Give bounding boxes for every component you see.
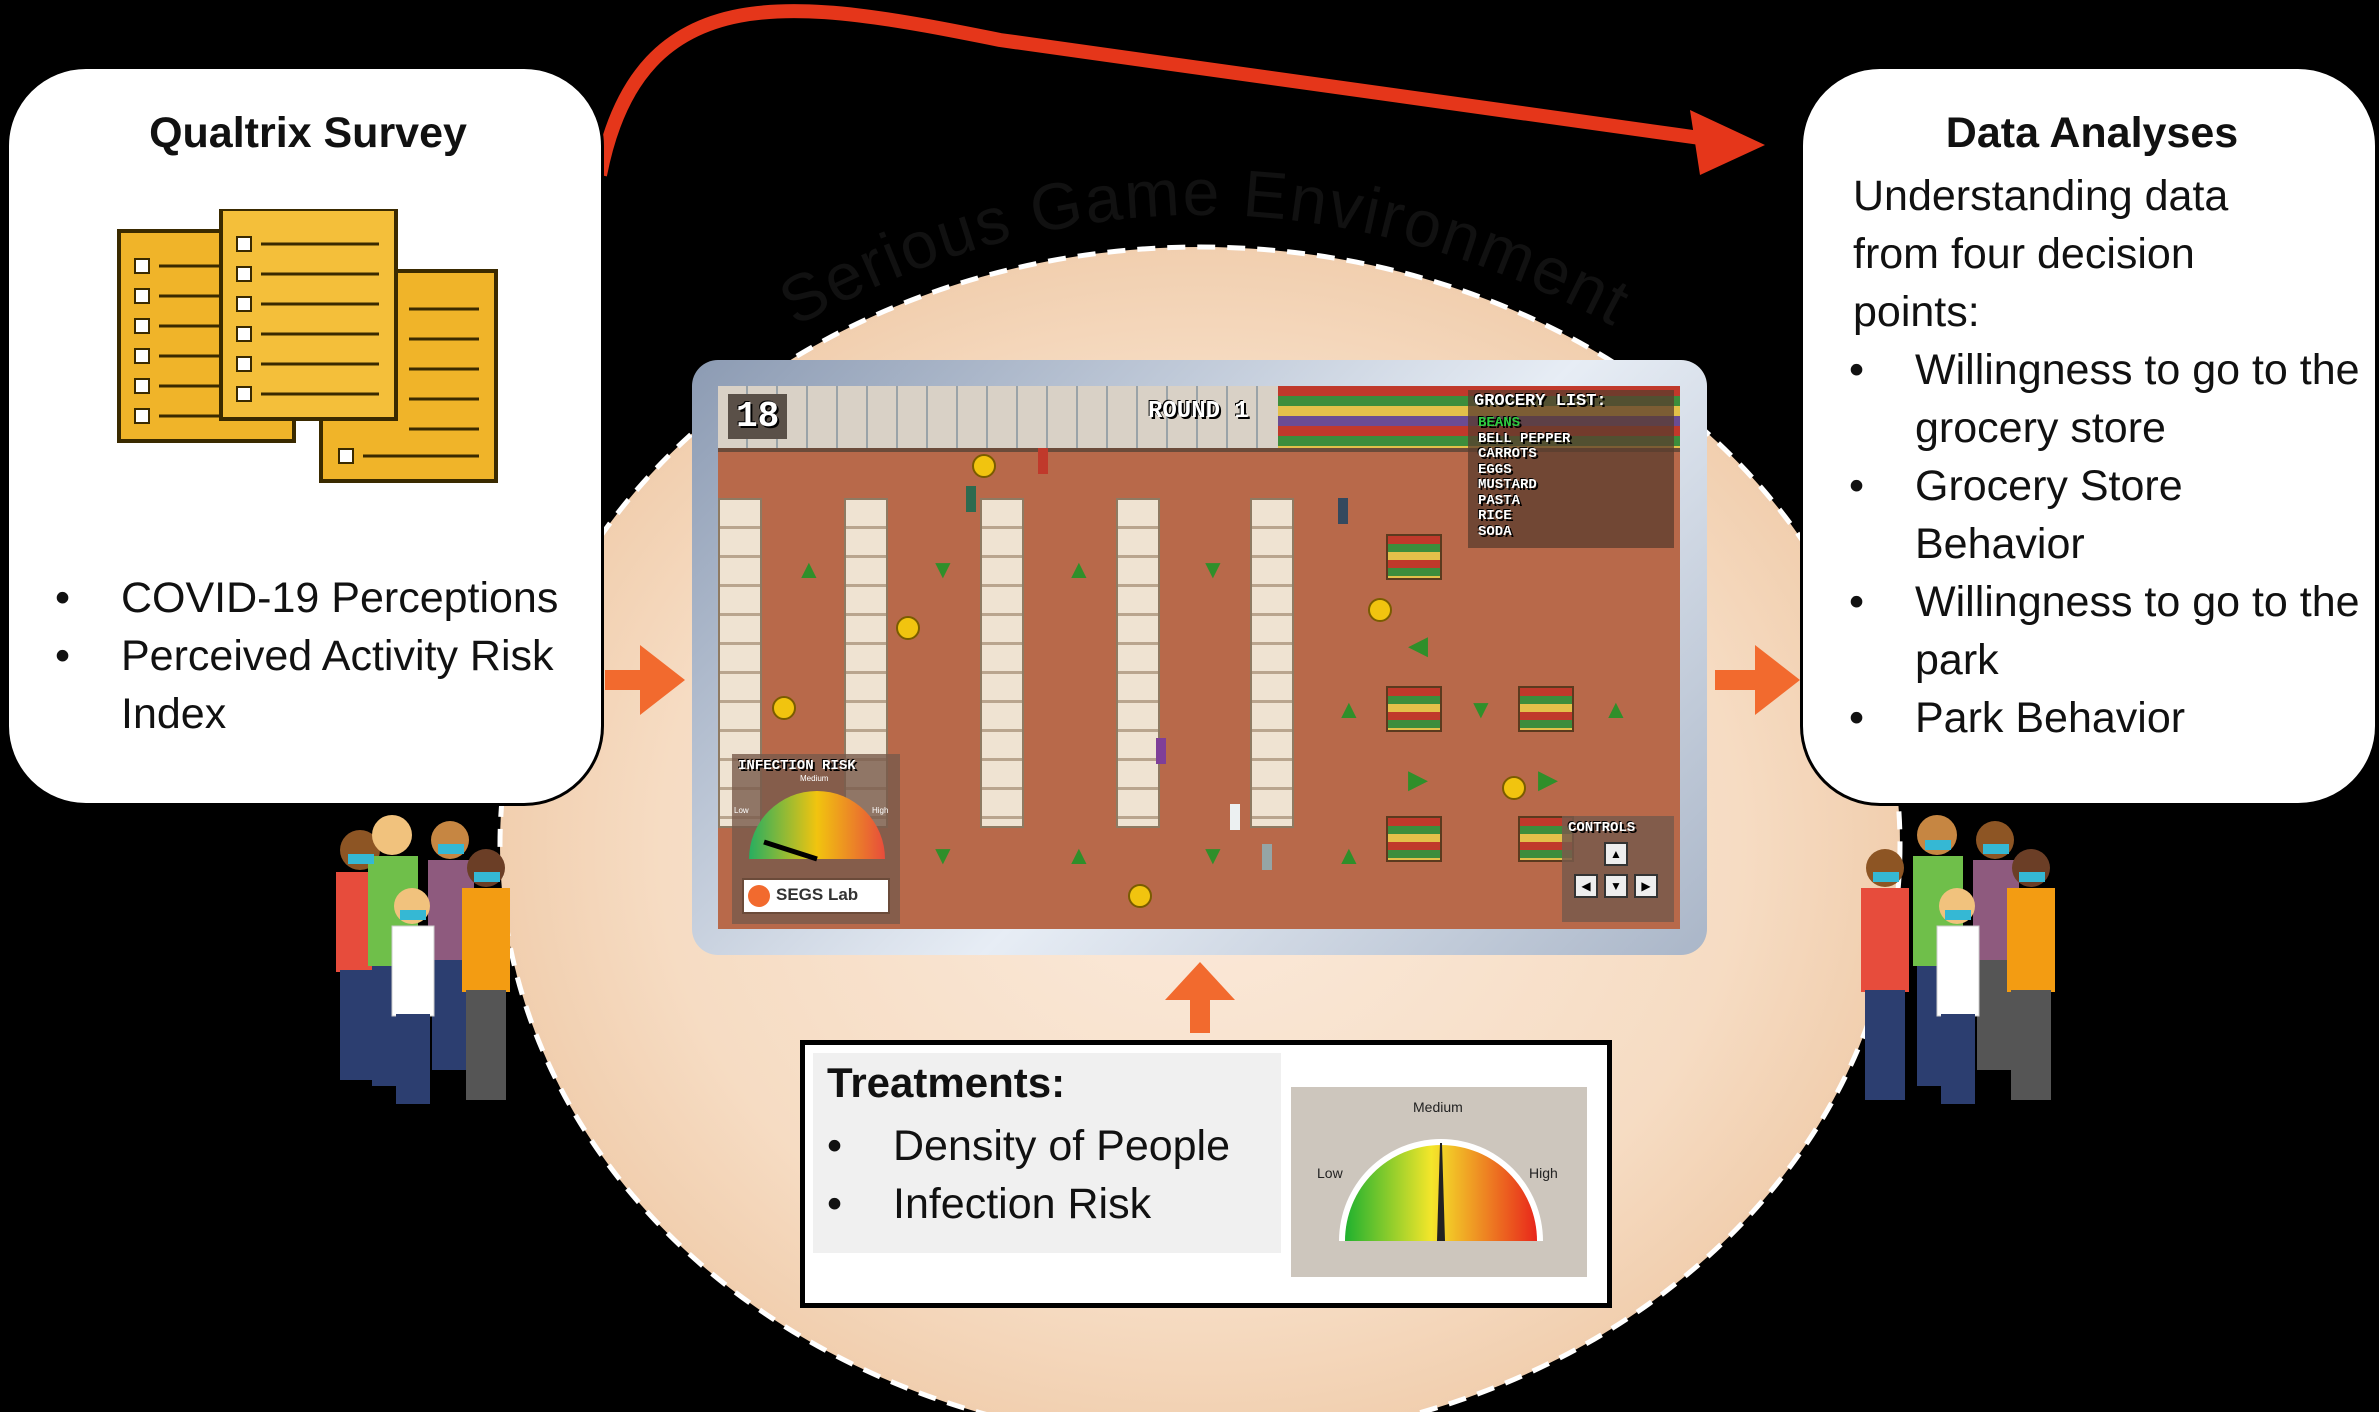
arrow-up-icon bbox=[1165, 962, 1235, 1033]
analysis-title: Data Analyses bbox=[1945, 109, 2239, 157]
infection-risk-title: INFECTION RISK bbox=[738, 758, 856, 774]
shopper-sprite bbox=[1038, 448, 1048, 474]
analysis-intro: Understanding data from four decision po… bbox=[1853, 172, 2229, 336]
aisle bbox=[1116, 498, 1160, 828]
people-group-icon bbox=[1861, 815, 2055, 1104]
game-tablet: 18 ROUND 1 ▲ ▼ ▲ ▼ ▼ ▲ ▼ ▲ ▲ ▼ ▲ ◀ ▶ ▶ bbox=[692, 360, 1707, 955]
grocery-item: BELL PEPPER bbox=[1478, 430, 1571, 447]
round-label: ROUND 1 bbox=[1148, 398, 1249, 425]
game-screen[interactable]: 18 ROUND 1 ▲ ▼ ▲ ▼ ▼ ▲ ▼ ▲ ▲ ▼ ▲ ◀ ▶ ▶ bbox=[718, 386, 1680, 929]
floor-arrow-icon: ▼ bbox=[1200, 840, 1226, 870]
arrow-right-icon bbox=[605, 645, 685, 715]
grocery-item: MUSTARD bbox=[1478, 477, 1537, 493]
shopper-sprite bbox=[1230, 804, 1240, 830]
floor-arrow-icon: ▶ bbox=[1408, 764, 1428, 794]
risk-gauge-icon bbox=[1339, 1139, 1543, 1241]
treatments-bullets: Density of People Infection Risk bbox=[781, 1117, 1261, 1233]
analysis-bullet: Grocery Store Behavior bbox=[1803, 457, 2363, 573]
segs-logo-icon bbox=[748, 885, 770, 907]
controls-panel: CONTROLS ▲ ◀ ▼ ▶ bbox=[1562, 816, 1674, 922]
item-token-icon[interactable] bbox=[896, 616, 920, 640]
shopper-sprite bbox=[966, 486, 976, 512]
aisle bbox=[980, 498, 1024, 828]
treatments-box: Treatments: Density of People Infection … bbox=[800, 1040, 1612, 1308]
analysis-bullet: Willingness to go to the grocery store bbox=[1803, 341, 2363, 457]
infection-medium-label: Medium bbox=[800, 774, 829, 783]
grocery-list-panel: GROCERY LIST: BEANS BELL PEPPER CARROTS … bbox=[1468, 390, 1674, 548]
gauge-low-label: Low bbox=[1317, 1165, 1343, 1181]
gauge-medium-label: Medium bbox=[1413, 1099, 1463, 1115]
floor-arrow-icon: ▲ bbox=[1066, 840, 1092, 870]
item-token-icon[interactable] bbox=[1128, 884, 1152, 908]
item-token-icon[interactable] bbox=[772, 696, 796, 720]
item-token-icon[interactable] bbox=[1368, 598, 1392, 622]
grocery-list-title: GROCERY LIST: bbox=[1474, 392, 1607, 411]
control-right-button[interactable]: ▶ bbox=[1634, 874, 1658, 898]
infection-risk-meter: INFECTION RISK Medium Low High SEGS Lab bbox=[732, 754, 900, 924]
analysis-bullet: Park Behavior bbox=[1803, 689, 2363, 747]
survey-bullets: COVID-19 Perceptions Perceived Activity … bbox=[9, 569, 599, 743]
product-display bbox=[1518, 686, 1574, 732]
gauge-high-label: High bbox=[1529, 1165, 1558, 1181]
analysis-bullet: Willingness to go to the park bbox=[1803, 573, 2363, 689]
survey-panel: Qualtrix Survey COVID-19 Perceptions Per… bbox=[6, 66, 604, 806]
shopper-sprite bbox=[1338, 498, 1348, 524]
treatments-title: Treatments: bbox=[827, 1059, 1066, 1106]
survey-bullet: Perceived Activity Risk Index bbox=[9, 627, 599, 743]
floor-arrow-icon: ▲ bbox=[1066, 554, 1092, 584]
grocery-item: PASTA bbox=[1478, 492, 1521, 509]
floor-arrow-icon: ▲ bbox=[796, 554, 822, 584]
infection-low-label: Low bbox=[734, 806, 749, 815]
floor-arrow-icon: ▼ bbox=[1468, 694, 1494, 724]
analysis-panel: Data Analyses Understanding data from fo… bbox=[1800, 66, 2378, 806]
floor-arrow-icon: ▲ bbox=[1336, 840, 1362, 870]
floor-arrow-icon: ▶ bbox=[1538, 764, 1558, 794]
grocery-item: EGGS bbox=[1478, 461, 1512, 478]
treatment-bullet: Infection Risk bbox=[781, 1175, 1261, 1233]
arrow-right-icon bbox=[1715, 645, 1800, 715]
people-group-icon bbox=[336, 815, 510, 1104]
timer-display: 18 bbox=[728, 394, 788, 439]
survey-forms-icon bbox=[117, 209, 498, 483]
floor-arrow-icon: ▲ bbox=[1603, 694, 1629, 724]
survey-bullet: COVID-19 Perceptions bbox=[9, 569, 599, 627]
treatment-bullet: Density of People bbox=[781, 1117, 1261, 1175]
control-down-button[interactable]: ▼ bbox=[1604, 874, 1628, 898]
infection-gauge-icon bbox=[749, 791, 885, 862]
segs-lab-logo: SEGS Lab bbox=[742, 878, 890, 914]
grocery-list-items: BEANS BELL PEPPER CARROTS EGGS MUSTARD P… bbox=[1478, 415, 1571, 540]
control-left-button[interactable]: ◀ bbox=[1574, 874, 1598, 898]
product-display bbox=[1386, 686, 1442, 732]
analysis-bullets: Willingness to go to the grocery store G… bbox=[1803, 341, 2363, 747]
risk-gauge: Medium Low High bbox=[1291, 1087, 1587, 1277]
product-display bbox=[1386, 816, 1442, 862]
grocery-item: RICE bbox=[1478, 508, 1512, 524]
aisle bbox=[1250, 498, 1294, 828]
grocery-item: BEANS bbox=[1478, 415, 1521, 431]
floor-arrow-icon: ▼ bbox=[930, 840, 956, 870]
segs-lab-brand: SEGS Lab bbox=[776, 885, 859, 904]
shopper-sprite bbox=[1156, 738, 1166, 764]
item-token-icon[interactable] bbox=[1502, 776, 1526, 800]
grocery-item: CARROTS bbox=[1478, 446, 1537, 462]
survey-title: Qualtrix Survey bbox=[149, 109, 467, 157]
controls-title: CONTROLS bbox=[1568, 820, 1636, 836]
floor-arrow-icon: ▲ bbox=[1336, 694, 1362, 724]
floor-arrow-icon: ◀ bbox=[1408, 630, 1428, 660]
item-token-icon[interactable] bbox=[972, 454, 996, 478]
product-display bbox=[1386, 534, 1442, 580]
infection-high-label: High bbox=[872, 806, 889, 815]
shopper-sprite bbox=[1262, 844, 1272, 870]
grocery-item: SODA bbox=[1478, 523, 1512, 540]
floor-arrow-icon: ▼ bbox=[930, 554, 956, 584]
floor-arrow-icon: ▼ bbox=[1200, 554, 1226, 584]
control-up-button[interactable]: ▲ bbox=[1604, 842, 1628, 866]
